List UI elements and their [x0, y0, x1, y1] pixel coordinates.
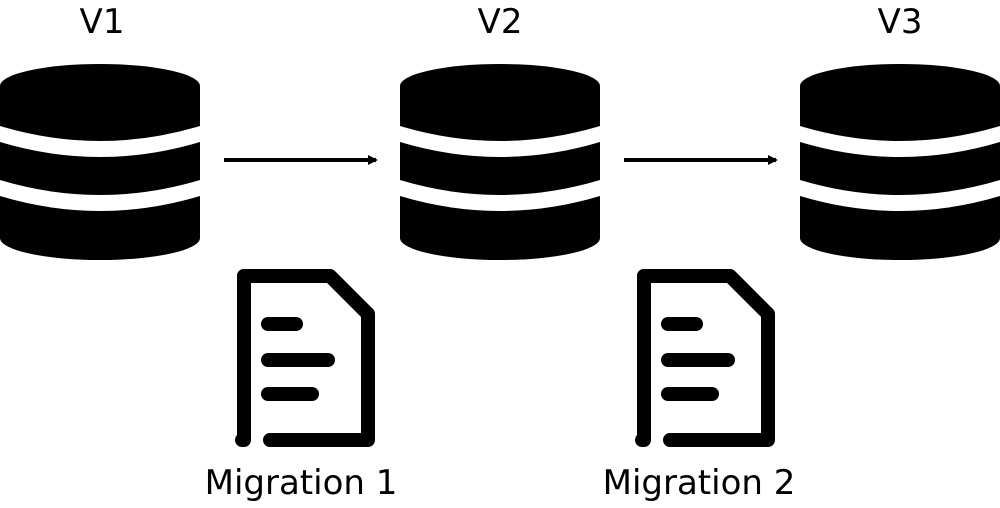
- database-icon: [0, 64, 200, 260]
- document-icon: [235, 269, 375, 447]
- version-label-v1: V1: [79, 2, 125, 42]
- database-icon: [800, 64, 1000, 260]
- version-label-v2: V2: [477, 2, 523, 42]
- version-label-v3: V3: [877, 2, 923, 42]
- migration-label-2: Migration 2: [602, 463, 796, 503]
- database-icon: [400, 64, 600, 260]
- migration-label-1: Migration 1: [204, 463, 398, 503]
- document-icon: [635, 269, 775, 447]
